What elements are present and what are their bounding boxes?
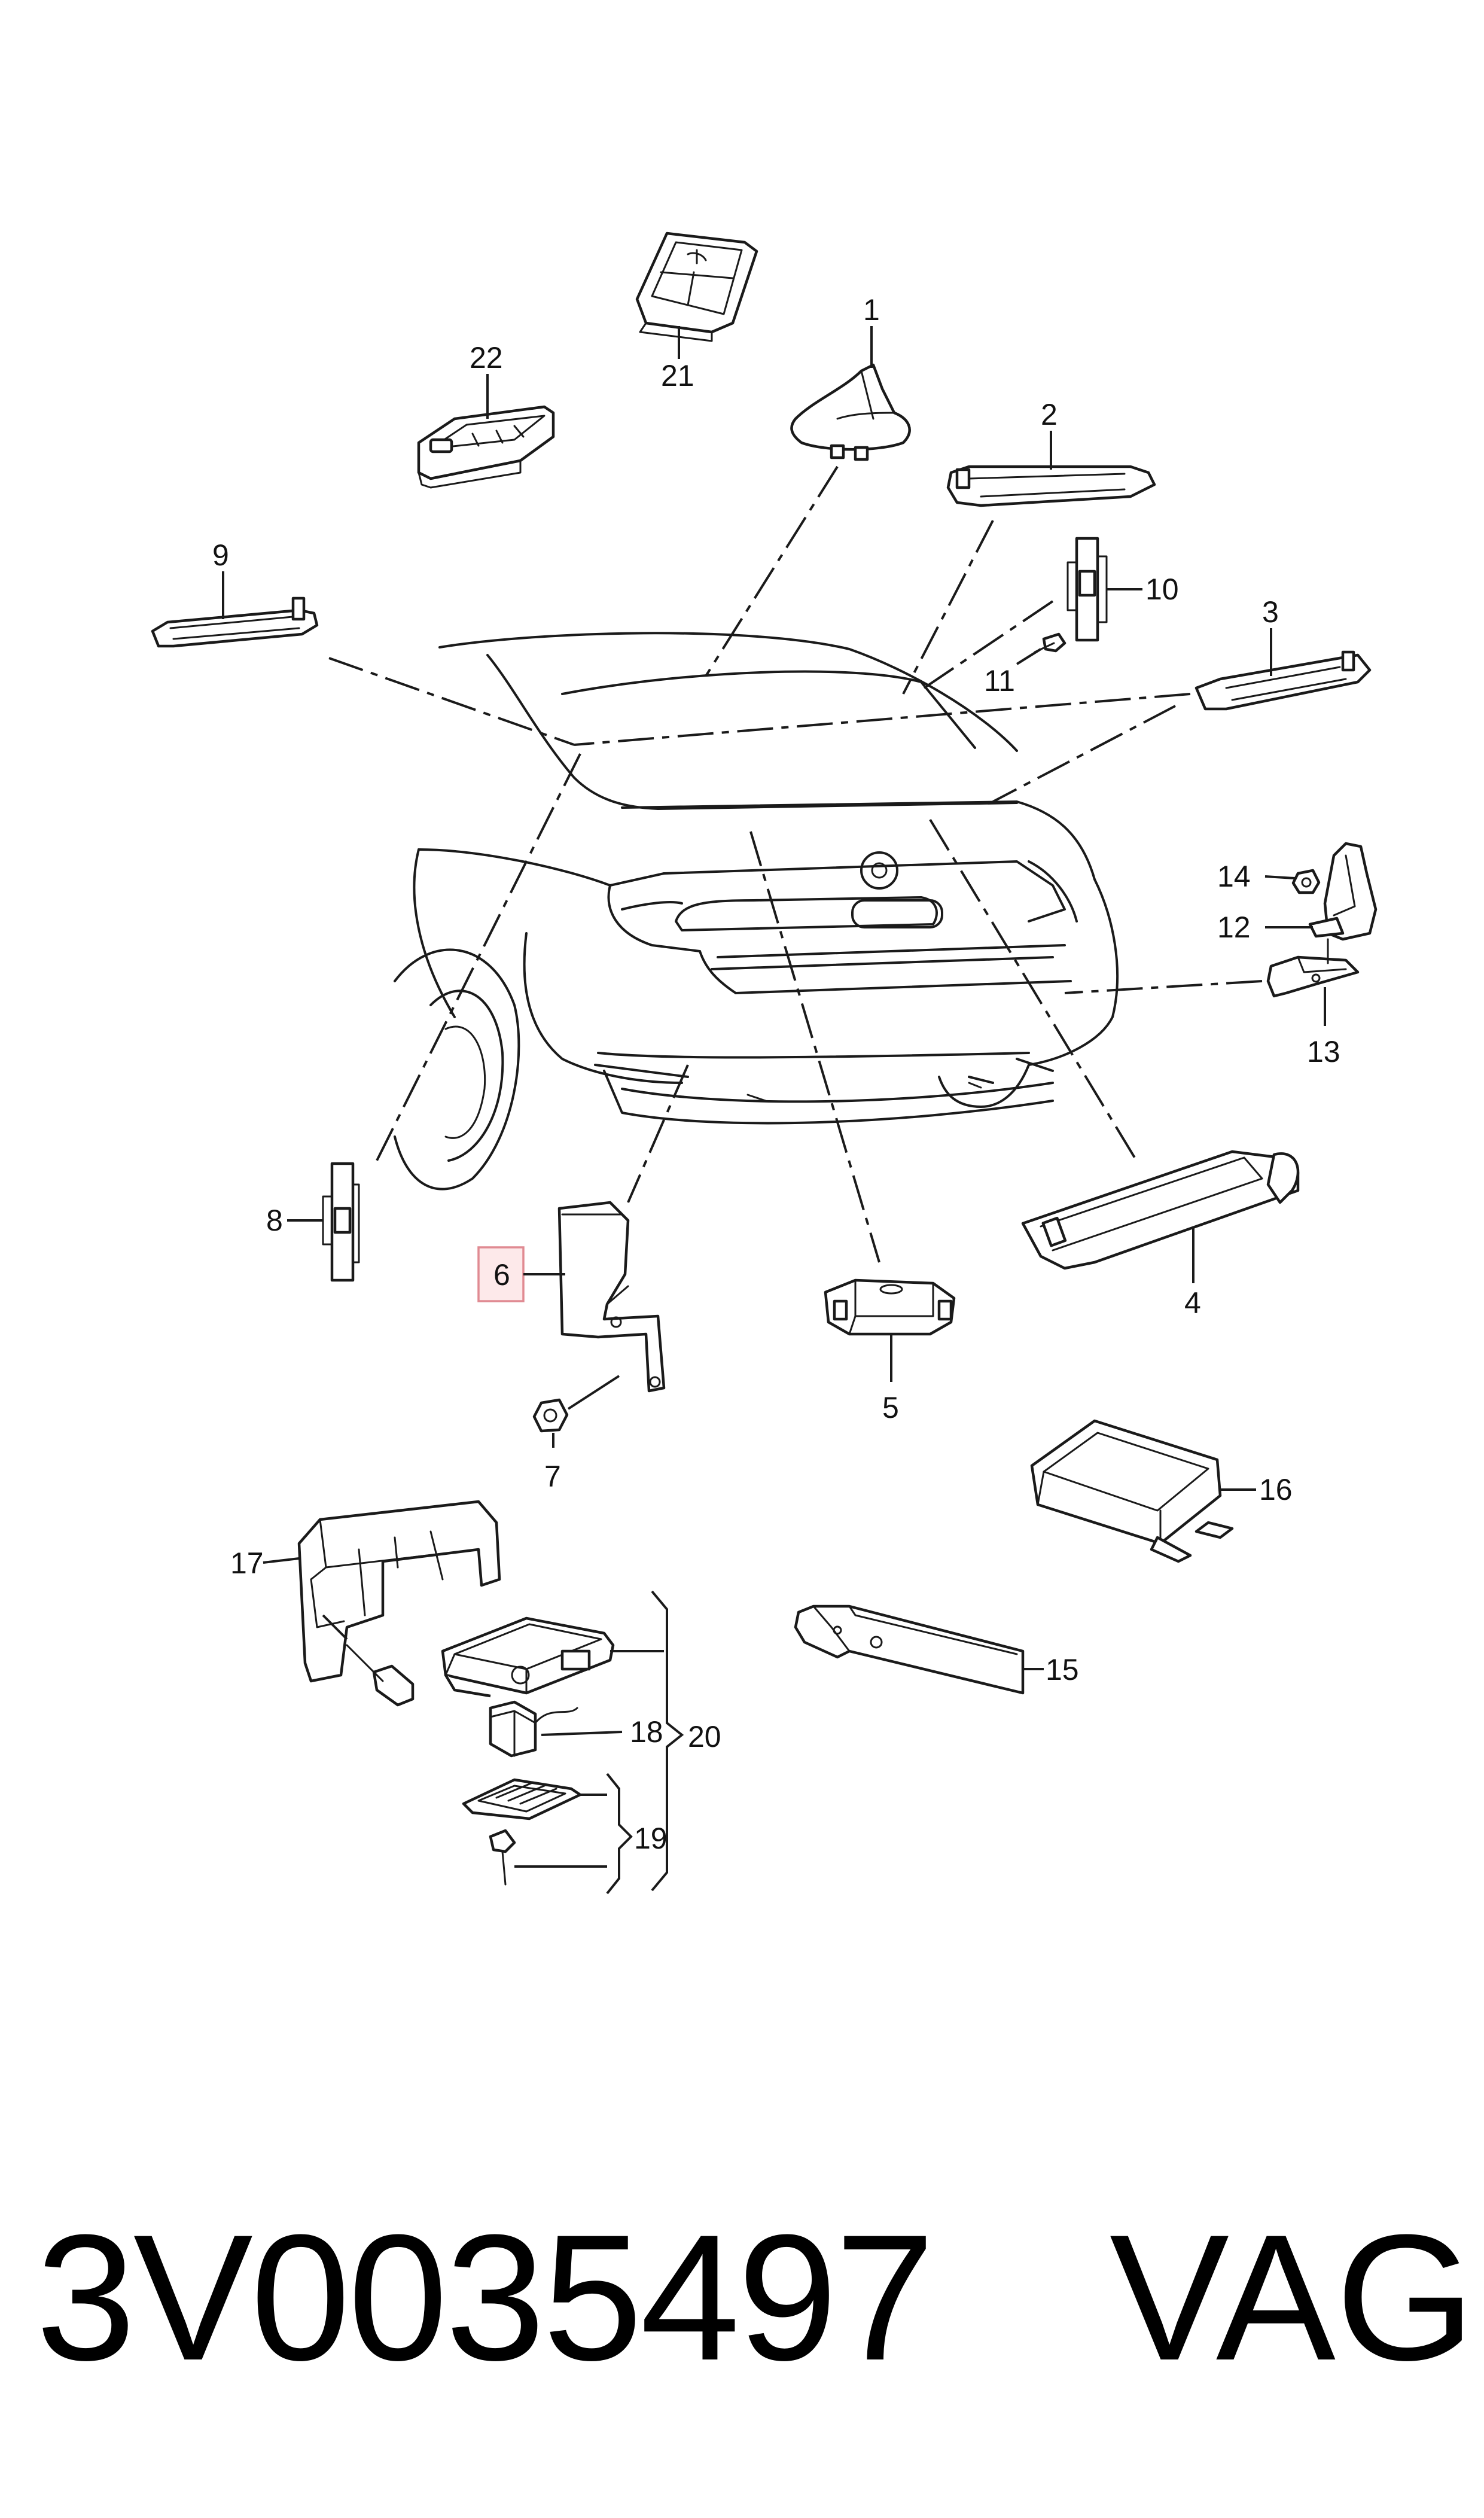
label-18: 18: [630, 1715, 663, 1749]
label-12: 12: [1217, 911, 1251, 944]
label-13: 13: [1307, 1035, 1340, 1068]
label-16: 16: [1259, 1473, 1293, 1506]
part-21-switch-module: 21: [635, 232, 758, 392]
label-22: 22: [470, 341, 503, 374]
bolt: [322, 1614, 415, 1707]
part-5-module: 5: [824, 1278, 956, 1424]
pointer-lines: [328, 465, 1263, 1263]
label-10: 10: [1145, 573, 1179, 606]
part-22-switch-block: 22: [417, 341, 555, 489]
part-12-13-14-bracket-assembly: 14 12 13: [1217, 842, 1378, 1068]
part-2-antenna-strip: 2: [946, 398, 1156, 507]
brand-label: VAG: [1110, 2197, 1476, 2398]
part-4-antenna-amplifier: 4: [1021, 1150, 1300, 1320]
label-20: 20: [688, 1720, 721, 1753]
label-7: 7: [544, 1460, 561, 1493]
label-15: 15: [1046, 1653, 1079, 1686]
label-1: 1: [863, 293, 880, 327]
label-17: 17: [230, 1546, 264, 1580]
label-14: 14: [1217, 860, 1251, 893]
part-number: 3V0035497: [36, 2197, 935, 2398]
label-4: 4: [1184, 1286, 1201, 1320]
part-7-nut: 7: [532, 1375, 620, 1493]
label-21: 21: [661, 359, 694, 392]
part-8-holder: 8: [266, 1162, 360, 1282]
part-16-control-box: 16: [1030, 1419, 1293, 1563]
label-19: 19: [634, 1822, 668, 1855]
part-6-bracket: 6: [477, 1201, 666, 1393]
label-11: 11: [984, 664, 1015, 698]
part-11-screw: 11: [984, 632, 1066, 698]
part-17-holder: 17: [230, 1500, 501, 1683]
part-18-connector: 18: [489, 1700, 663, 1758]
label-6: 6: [493, 1258, 510, 1292]
label-5: 5: [882, 1391, 899, 1424]
part-19-cover: 19: [462, 1773, 668, 1895]
car-rear-outline: [394, 632, 1119, 1191]
part-20-control-unit: 20: [441, 1590, 721, 1892]
label-2: 2: [1041, 398, 1058, 431]
label-8: 8: [266, 1204, 283, 1237]
part-9-antenna-strip: 9: [151, 538, 319, 648]
label-3: 3: [1262, 595, 1279, 629]
part-10-holder: 10: [1066, 537, 1179, 642]
part-3-antenna-strip: 3: [1194, 595, 1372, 711]
part-1-roof-antenna: 1: [790, 293, 911, 461]
part-15-antenna-board: 15: [794, 1604, 1079, 1695]
label-6-highlight: [477, 1246, 525, 1302]
label-9: 9: [212, 538, 229, 572]
